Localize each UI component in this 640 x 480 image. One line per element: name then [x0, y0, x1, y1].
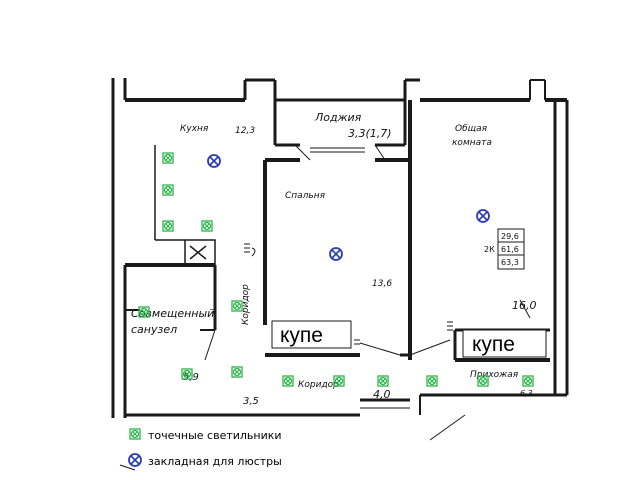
- spot-light-icon: [162, 184, 174, 196]
- hall-area: 6,3: [520, 389, 533, 398]
- spot-light-icon: [477, 375, 489, 387]
- spot-light-icon: [138, 306, 150, 318]
- spot-light-icon: [129, 428, 141, 440]
- living-name-2: комната: [452, 138, 492, 148]
- bathroom-area: 5,9: [183, 372, 199, 383]
- apartment-summary: 2К 29,6 61,6 63,3: [484, 228, 525, 270]
- summary-value-3: 63,3: [501, 258, 519, 267]
- spot-light-icon: [282, 375, 294, 387]
- loggia-name: Лоджия: [314, 111, 362, 124]
- chandelier-icon: [329, 247, 343, 261]
- spot-light-icon: [201, 220, 213, 232]
- chandelier-icon: [207, 154, 221, 168]
- kitchen-name: Кухня: [180, 124, 209, 134]
- kitchen-area: 12,3: [235, 126, 255, 136]
- spot-light-icon: [426, 375, 438, 387]
- chandelier-icon: [128, 453, 142, 467]
- legend-chandelier-label: закладная для люстры: [148, 455, 282, 468]
- kupe-left-label: купе: [280, 324, 323, 347]
- corridor-area-right: 4,0: [373, 388, 391, 401]
- spot-light-icon: [231, 366, 243, 378]
- legend: точечные светильники закладная для люстр…: [128, 428, 282, 468]
- legend-chandelier-icon: [128, 453, 142, 467]
- corridor-area-left: 3,5: [243, 396, 259, 407]
- legend-spot-icon: [129, 428, 141, 440]
- socket-marks: [244, 243, 453, 345]
- apartment-type: 2К: [484, 245, 495, 254]
- kupe-right-label: купе: [472, 333, 515, 356]
- corridor-v-name: Коридор: [241, 284, 251, 325]
- bedroom-area: 13,6: [372, 279, 392, 289]
- corridor-h-name: Коридор: [298, 380, 339, 390]
- room-labels: Кухня 12,3 Лоджия 3,3(1,7) Спальня 13,6 …: [131, 111, 537, 407]
- spot-light-icon: [162, 220, 174, 232]
- spot-lights: [138, 152, 534, 387]
- spot-light-icon: [231, 300, 243, 312]
- living-name-1: Общая: [455, 124, 488, 134]
- chandelier-mounts: [207, 154, 490, 261]
- legend-spot-label: точечные светильники: [148, 429, 282, 442]
- living-area: 16,0: [512, 299, 537, 312]
- spot-light-icon: [333, 375, 345, 387]
- hall-name: Прихожая: [470, 370, 519, 380]
- spot-light-icon: [181, 368, 193, 380]
- spot-light-icon: [522, 375, 534, 387]
- spot-light-icon: [162, 152, 174, 164]
- bedroom-name: Спальня: [285, 191, 326, 201]
- kupe-labels: купе купе: [271, 320, 547, 358]
- bathroom-name-1: Совмещенный: [131, 307, 214, 320]
- chandelier-icon: [476, 209, 490, 223]
- summary-value-1: 29,6: [501, 232, 519, 241]
- bathroom-name-2: санузел: [131, 323, 177, 336]
- loggia-area: 3,3(1,7): [348, 127, 392, 140]
- spot-light-icon: [377, 375, 389, 387]
- summary-value-2: 61,6: [501, 245, 519, 254]
- walls: [111, 78, 569, 471]
